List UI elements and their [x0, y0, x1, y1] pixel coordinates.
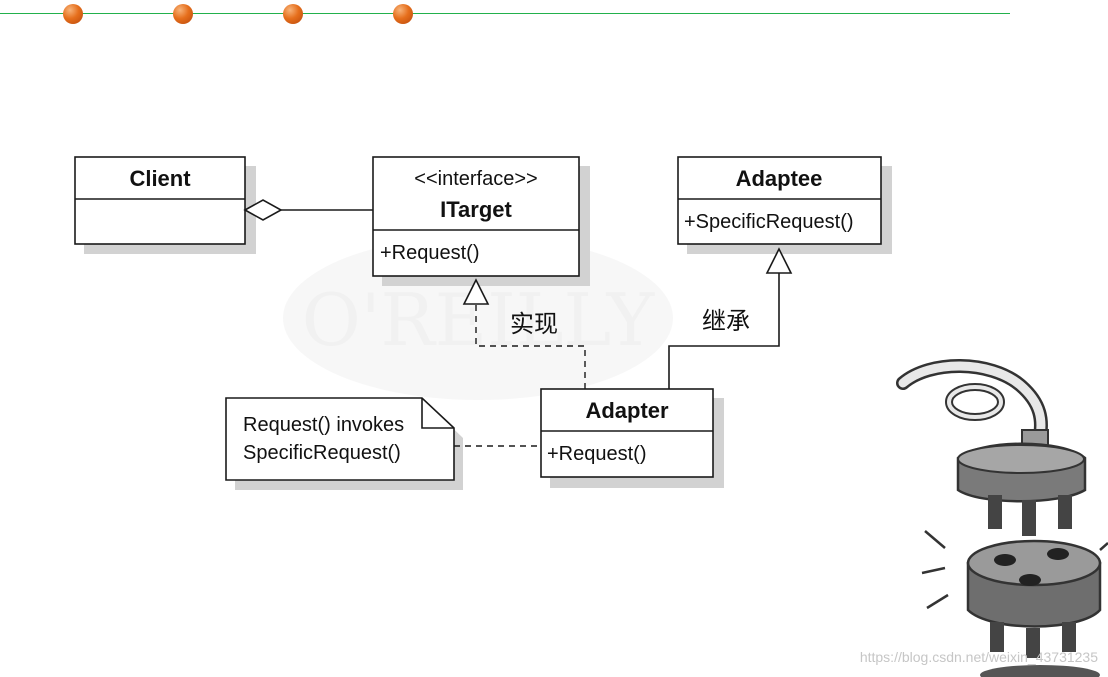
aggregation-diamond: [243, 199, 283, 221]
class-name-itarget: ITarget: [440, 197, 512, 222]
method-adaptee-specificrequest: +SpecificRequest(): [684, 211, 854, 233]
method-itarget-request: +Request(): [380, 242, 480, 264]
note-box: Request() invokes SpecificRequest(): [225, 397, 463, 490]
label-implements: 实现: [510, 310, 558, 338]
inheritance-relation: 继承: [668, 247, 793, 389]
bullet-dot: [173, 4, 193, 24]
method-adapter-request: +Request(): [547, 443, 647, 465]
class-name-adapter: Adapter: [585, 398, 669, 423]
realization-relation: 实现: [462, 278, 586, 389]
socket-icon: [921, 530, 1108, 677]
class-name-adaptee: Adaptee: [736, 166, 823, 191]
inheritance-arrowhead: [765, 247, 793, 274]
class-name-client: Client: [129, 166, 191, 191]
stereotype-interface: <<interface>>: [414, 168, 537, 190]
class-adaptee: Adaptee +SpecificRequest(): [677, 156, 892, 254]
realization-arrowhead: [462, 278, 490, 305]
class-adapter: Adapter +Request(): [540, 388, 724, 488]
bullet-dot: [393, 4, 413, 24]
bullet-dot: [63, 4, 83, 24]
watermark-url: https://blog.csdn.net/weixin_43731235: [859, 649, 1098, 665]
bullet-dot: [283, 4, 303, 24]
plug-icon: [896, 359, 1087, 536]
class-client: Client: [74, 156, 256, 254]
note-line-2: SpecificRequest(): [243, 442, 401, 464]
note-line-1: Request() invokes: [243, 414, 404, 436]
header-rule: [0, 13, 1010, 14]
label-inherits: 继承: [702, 307, 750, 335]
class-itarget: <<interface>> ITarget +Request(): [372, 156, 590, 286]
aggregation-relation: [243, 199, 373, 221]
